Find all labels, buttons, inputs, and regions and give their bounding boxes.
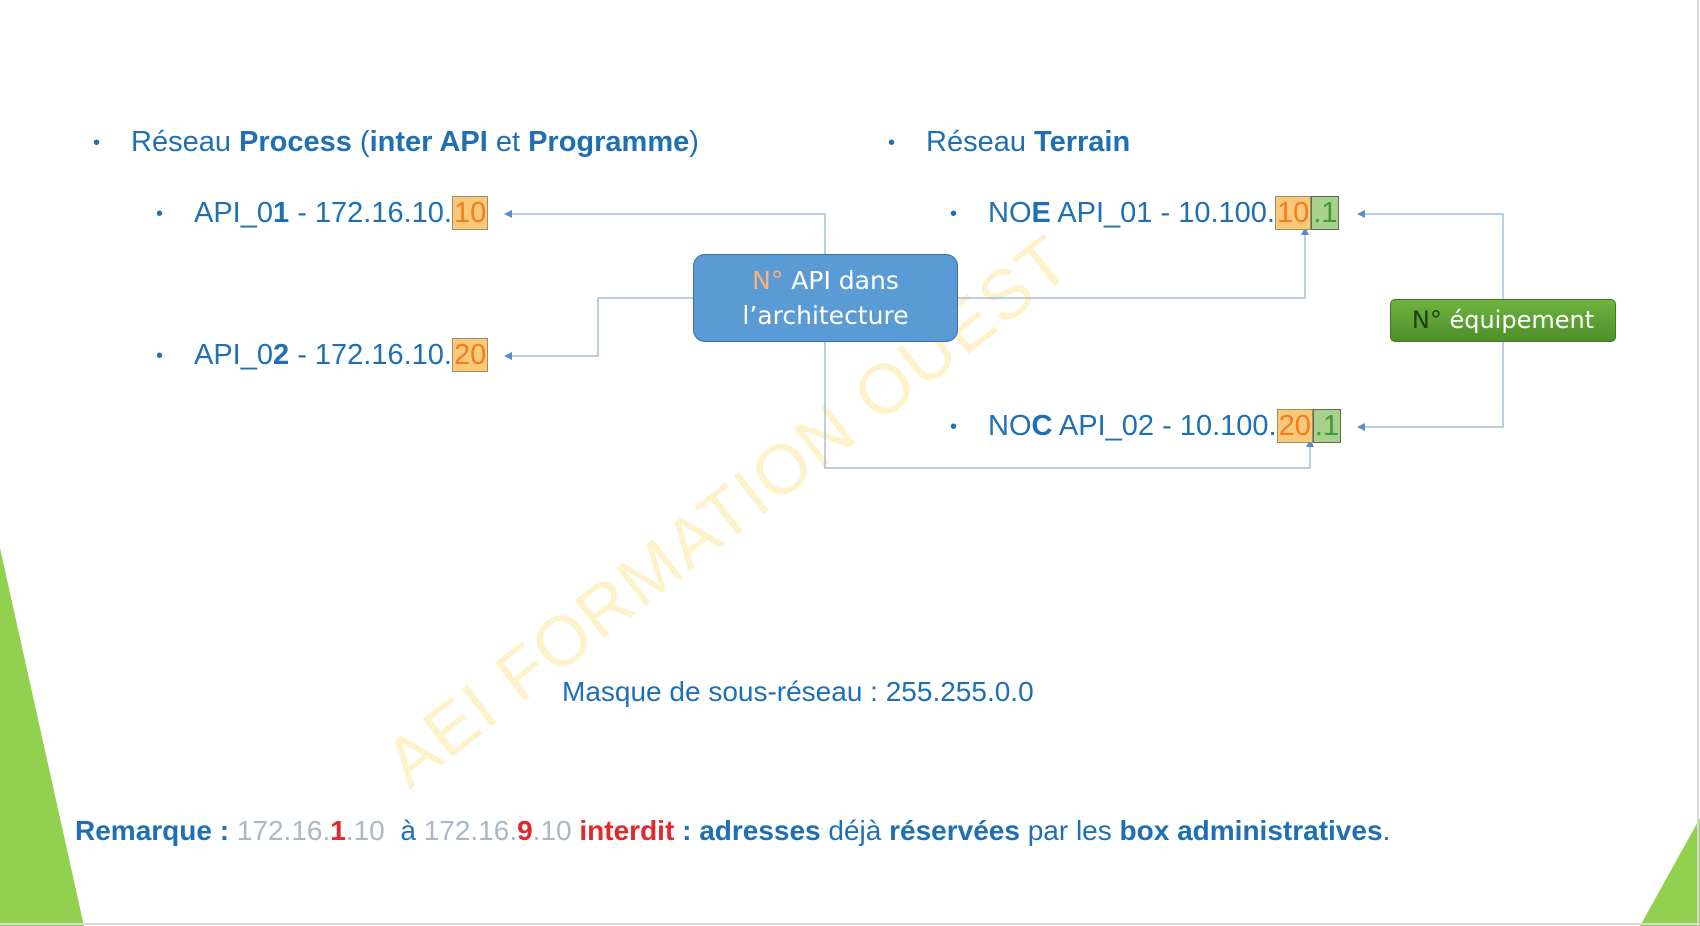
api2-address: API_02 - 172.16.10.20 [194,338,489,372]
connector-noc [824,342,1314,469]
api-number-box: N° API dans l’architecture [693,254,958,342]
bullet: • [950,203,958,225]
equipment-number-highlight: .1 [1311,196,1340,230]
right-heading: Réseau Terrain [926,126,1131,158]
bullet: • [888,132,896,154]
subnet-mask: Masque de sous-réseau : 255.255.0.0 [562,676,1034,707]
connector-api2 [504,297,693,360]
green-triangle-left [0,548,84,926]
equipment-number-box: N° équipement [1390,299,1616,342]
api-number-highlight: 20 [451,338,489,372]
api1-address: API_01 - 172.16.10.10 [194,196,489,230]
connector-equip-noc [1357,342,1504,431]
left-heading: Réseau Process (inter API et Programme) [131,126,699,158]
connector-equip-noe [1357,210,1504,299]
bullet: • [156,345,164,367]
bullet: • [93,132,101,154]
noc-address: NOC API_02 - 10.100.20.1 [988,409,1342,443]
green-triangle-right [1640,818,1700,926]
noe-address: NOE API_01 - 10.100.10.1 [988,196,1340,230]
equipment-number-highlight: .1 [1312,409,1342,443]
api-number-highlight: 20 [1276,409,1313,443]
connector-api1 [504,210,826,254]
bullet: • [156,203,164,225]
remark: Remarque : 172.16.1.10 à 172.16.9.10 int… [75,815,1391,846]
api-number-highlight: 10 [451,196,489,230]
connector-noe [958,227,1309,299]
bullet: • [950,416,958,438]
api-number-highlight: 10 [1274,196,1312,230]
